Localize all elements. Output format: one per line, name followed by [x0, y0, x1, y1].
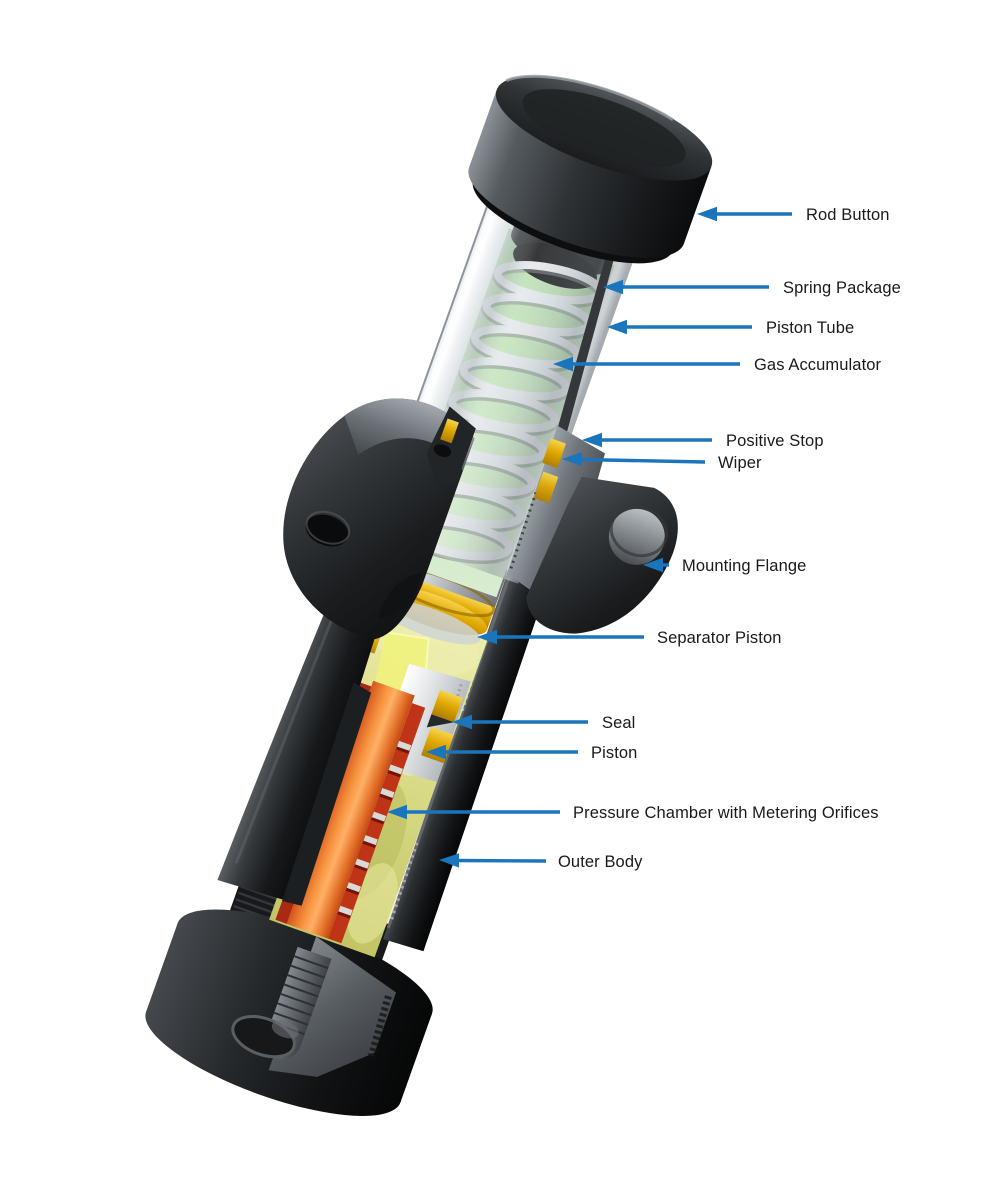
label-mounting-flange: Mounting Flange — [643, 557, 806, 575]
label-text: Outer Body — [558, 853, 643, 871]
label-text: Spring Package — [783, 279, 901, 297]
label-positive-stop: Positive Stop — [582, 432, 824, 450]
shock-absorber-assembly — [145, 74, 713, 1116]
label-text: Separator Piston — [657, 629, 782, 647]
label-seal: Seal — [452, 714, 635, 732]
label-text: Mounting Flange — [682, 557, 806, 575]
label-text: Wiper — [718, 454, 762, 472]
label-piston: Piston — [426, 744, 637, 762]
seal-ring — [431, 689, 463, 723]
label-text: Piston Tube — [766, 319, 854, 337]
label-text: Rod Button — [806, 206, 890, 224]
label-text: Positive Stop — [726, 432, 824, 450]
label-text: Seal — [602, 714, 635, 732]
label-rod-button: Rod Button — [697, 206, 890, 224]
label-separator-piston: Separator Piston — [477, 629, 782, 647]
rod-button — [468, 74, 713, 264]
label-text: Pressure Chamber with Metering Orifices — [573, 804, 879, 822]
pressure-chamber-tube — [286, 680, 415, 939]
end-cap-stud — [231, 946, 332, 1060]
label-outer-body: Outer Body — [439, 853, 643, 871]
label-spring-package: Spring Package — [603, 279, 901, 297]
label-text: Piston — [591, 744, 637, 762]
label-text: Gas Accumulator — [754, 356, 882, 374]
metering-orifices — [337, 740, 412, 919]
label-pressure-chamber: Pressure Chamber with Metering Orifices — [387, 804, 879, 822]
mounting-flange — [283, 398, 678, 640]
label-wiper: Wiper — [562, 452, 762, 472]
wiper-ring — [542, 438, 566, 469]
positive-stop — [507, 425, 606, 599]
label-piston-tube: Piston Tube — [607, 319, 854, 337]
annotations: Rod Button Spring Package Piston Tube Ga… — [387, 206, 901, 871]
label-gas-accumulator: Gas Accumulator — [553, 356, 882, 374]
